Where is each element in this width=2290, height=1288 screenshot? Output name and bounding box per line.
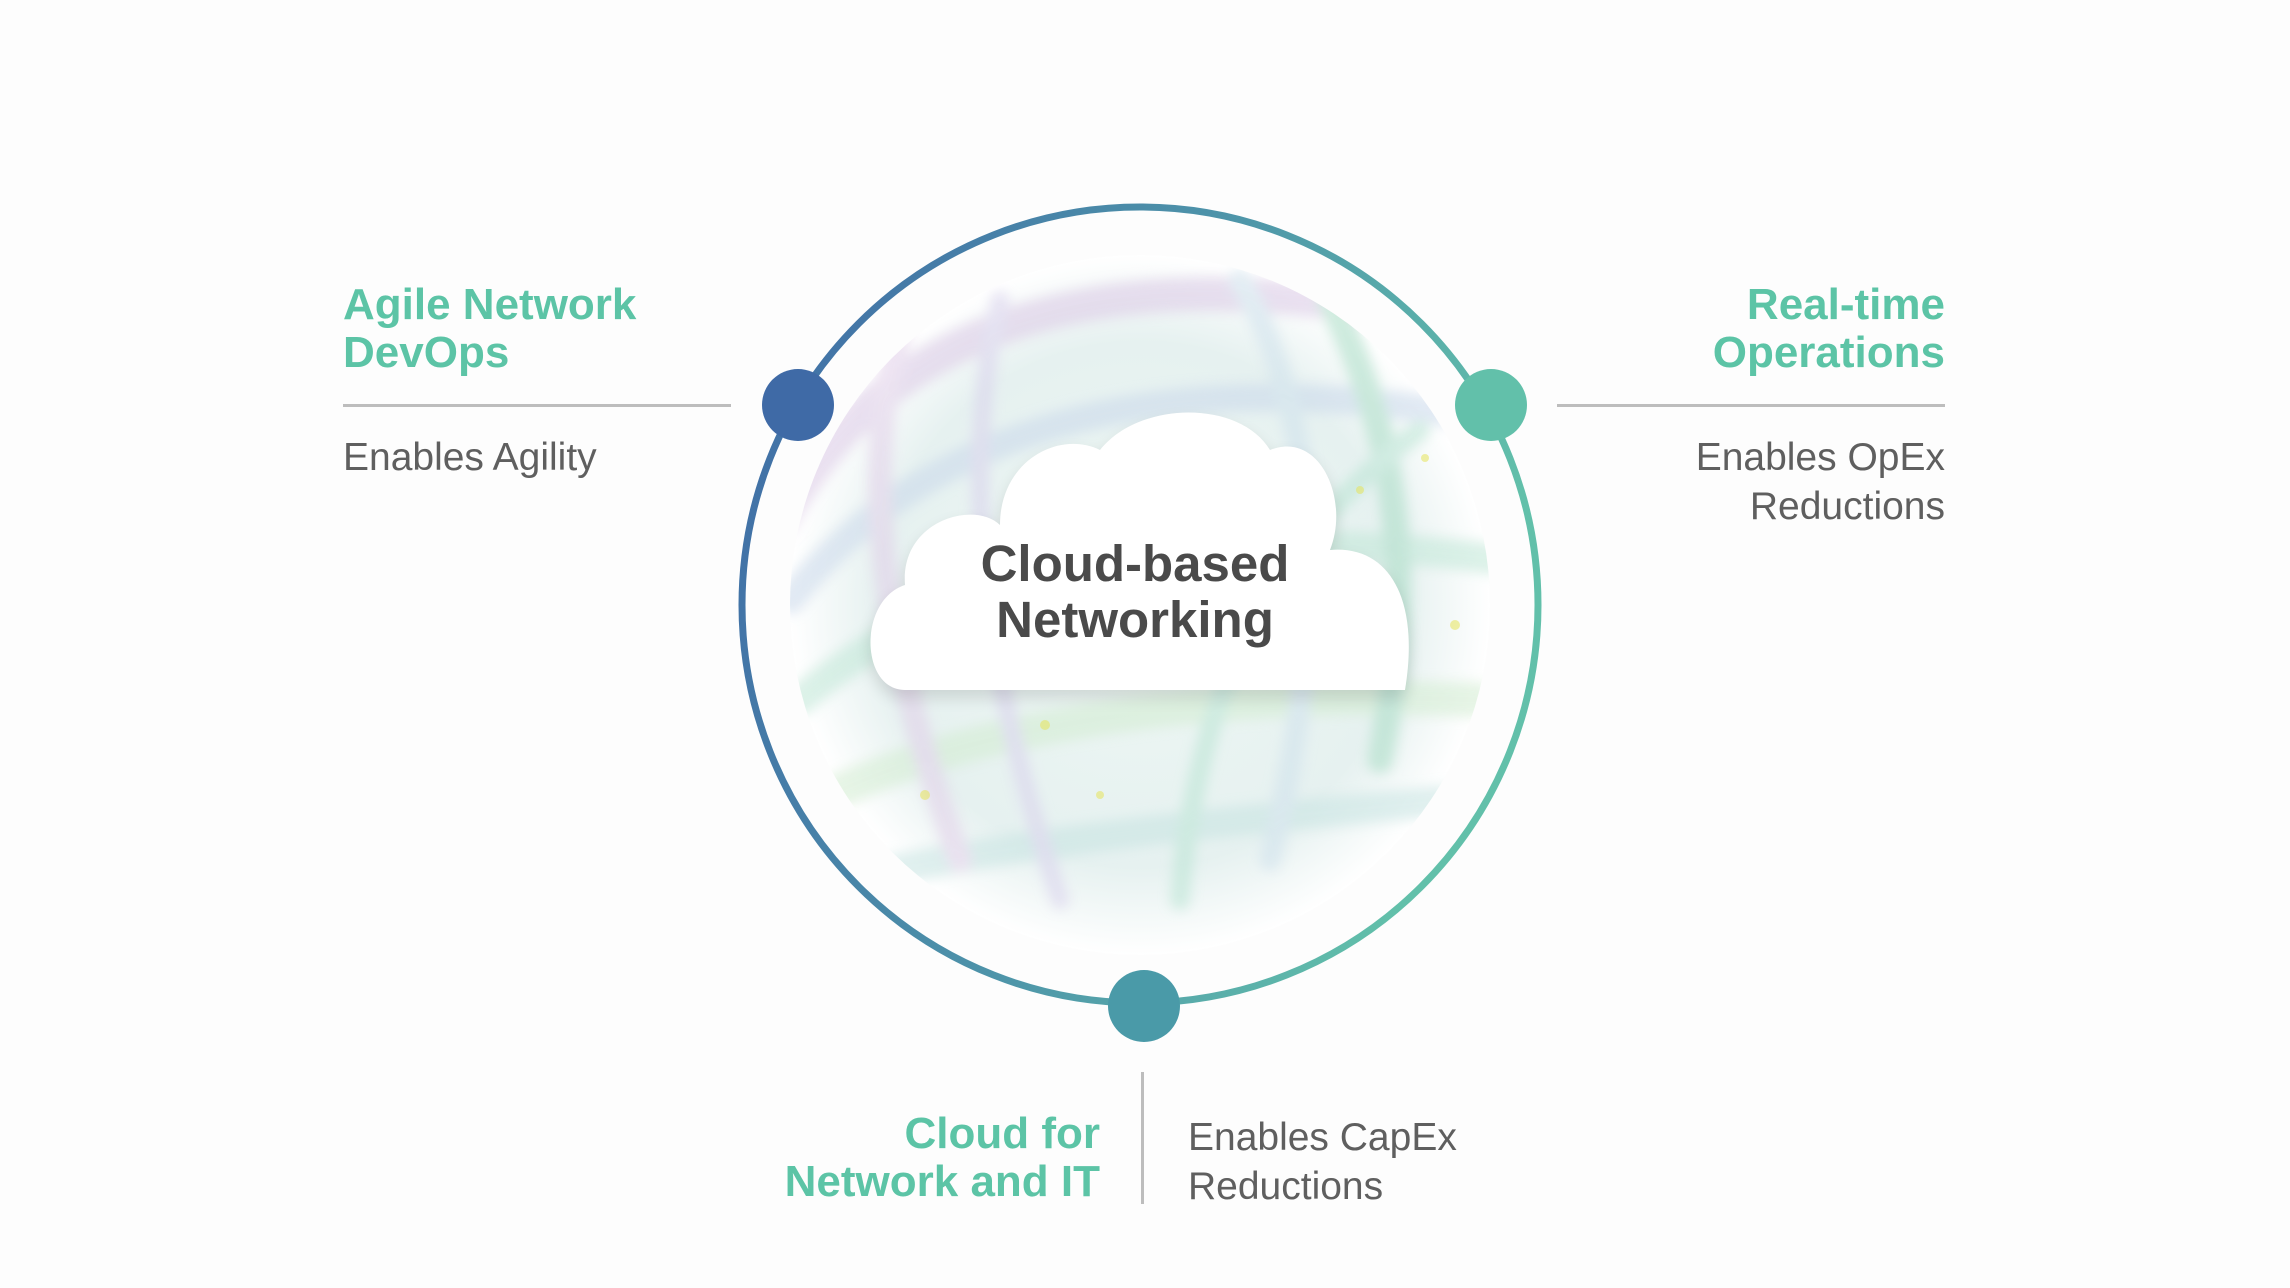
opex-subtext: Enables OpEx Reductions [1545,433,1945,531]
agile-heading-line1: Agile Network [343,280,637,329]
capex-subtext-line2: Reductions [1188,1165,1384,1208]
agile-heading-line2: DevOps [343,328,510,377]
capex-subtext-line1: Enables CapEx [1188,1116,1457,1159]
cloud-network-it-heading: Cloud for Network and IT [700,1110,1100,1206]
cloud-heading-line2: Network and IT [784,1157,1100,1206]
opex-subtext-line2: Reductions [1749,485,1945,528]
cloud-shape [870,412,1409,698]
opex-subtext-line1: Enables OpEx [1695,436,1945,479]
realtime-operations-heading: Real-time Operations [1545,281,1945,377]
center-title-line2: Networking [996,591,1274,648]
bottom-divider [1141,1072,1144,1204]
right-divider [1557,404,1945,407]
node-dot-bottom [1108,970,1180,1042]
node-dot-right [1455,369,1527,441]
node-dot-left [762,369,834,441]
agility-subtext: Enables Agility [343,433,597,482]
realtime-heading-line1: Real-time [1746,280,1945,329]
agile-devops-heading: Agile Network DevOps [343,281,636,377]
capex-subtext: Enables CapEx Reductions [1188,1113,1457,1211]
center-title-line1: Cloud-based [980,535,1290,592]
left-divider [343,404,731,407]
realtime-heading-line2: Operations [1712,328,1945,377]
cloud-heading-line1: Cloud for [904,1109,1100,1158]
center-title: Cloud-based Networking [935,536,1335,648]
agility-subtext-line1: Enables Agility [343,436,597,479]
